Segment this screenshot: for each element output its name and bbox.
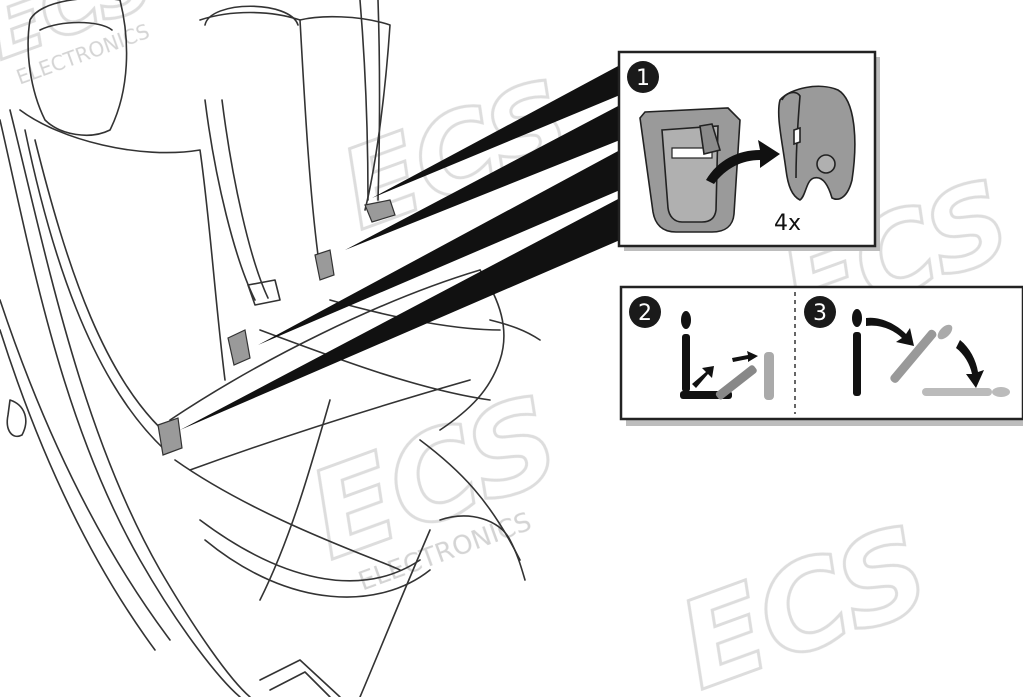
quantity-label: 4x <box>774 211 801 236</box>
seat-belt-left <box>204 99 256 301</box>
step-1-panel: 1 4x <box>617 50 880 251</box>
watermark-logo: ECS <box>661 499 949 697</box>
pointer-wedges <box>180 65 620 430</box>
headrest-tilted-icon <box>937 324 953 340</box>
watermark-logo: ECS ELECTRONICS <box>291 369 579 597</box>
steps-2-3-panel: 2 3 <box>619 285 1023 426</box>
seat-belt-left-2 <box>221 99 269 299</box>
step-2-badge <box>629 296 661 328</box>
door-handle <box>6 399 27 437</box>
step-1-number: 1 <box>636 66 650 91</box>
seat-cushion-upright <box>764 352 774 400</box>
pointer-wedge <box>258 150 620 345</box>
seat-right-edge <box>439 269 505 431</box>
seat-back-left-side <box>24 129 166 451</box>
headrest-icon <box>852 309 862 327</box>
anchor-point <box>227 329 251 366</box>
slide-arrow-icon <box>732 351 758 362</box>
seat-back-middle <box>199 11 321 271</box>
svg-text:ECS: ECS <box>662 500 947 697</box>
removal-arrow <box>706 140 780 184</box>
anchor-point <box>364 199 396 223</box>
isofix-guide <box>639 107 741 233</box>
step-3-number: 3 <box>813 301 827 326</box>
seat-belt-right-2 <box>377 0 381 201</box>
pointer-wedge <box>345 105 620 250</box>
door-frame <box>0 119 241 697</box>
seat-belt-right <box>359 0 369 201</box>
headrest-left <box>27 0 128 136</box>
seat-cushion-seam <box>259 329 491 401</box>
rotate-arrow-icon <box>692 366 714 388</box>
floor-trim <box>439 515 526 581</box>
seat-cushion-edge <box>189 379 471 471</box>
fold-arrow-icon <box>956 340 984 388</box>
seat-back-icon <box>682 334 690 392</box>
seat-back-left-side-2 <box>34 139 181 446</box>
watermark-logo: ECS ELECTRONICS <box>0 0 166 89</box>
step-3-badge <box>804 296 836 328</box>
seat-cushion-front <box>174 459 401 571</box>
seat-cushion-lower-2 <box>204 539 431 598</box>
seat-back-folded <box>922 388 992 396</box>
door-frame-inner <box>9 109 251 697</box>
seat-right-fold <box>489 319 541 341</box>
step-2-seat-fold-illustration <box>680 311 774 400</box>
door-seal-2 <box>0 329 156 651</box>
seat-back-tilted <box>890 329 937 383</box>
pointer-wedge <box>180 198 620 430</box>
step-2-number: 2 <box>638 301 652 326</box>
headrest-left-inner <box>39 21 113 31</box>
headrest-icon <box>681 311 691 329</box>
anchor-point <box>314 249 335 281</box>
seat-back-left <box>19 109 226 381</box>
floor-trim-2 <box>359 529 431 697</box>
floor-line <box>259 399 331 601</box>
seat-back-icon <box>853 332 861 396</box>
sill <box>259 659 341 697</box>
isofix-anchor-points <box>157 199 396 456</box>
fold-arrow-icon <box>866 317 914 346</box>
cover-cap <box>777 85 856 201</box>
door-seal <box>0 299 171 641</box>
seat-cushion-tilted <box>715 365 757 400</box>
seat-belt-left-buckle <box>247 279 281 306</box>
rear-seat-drawing <box>0 0 541 697</box>
seat-back-middle-2 <box>299 15 391 211</box>
step-1-badge <box>627 61 659 93</box>
headrest-folded-icon <box>992 387 1010 397</box>
seat-cushion-top <box>169 269 481 421</box>
headrest-middle <box>204 5 299 26</box>
step-3-seat-fold-illustration <box>852 309 1010 397</box>
anchor-point <box>157 417 183 456</box>
seat-cushion-lower <box>199 519 421 582</box>
pointer-wedge <box>372 65 620 198</box>
sill-2 <box>269 671 331 697</box>
